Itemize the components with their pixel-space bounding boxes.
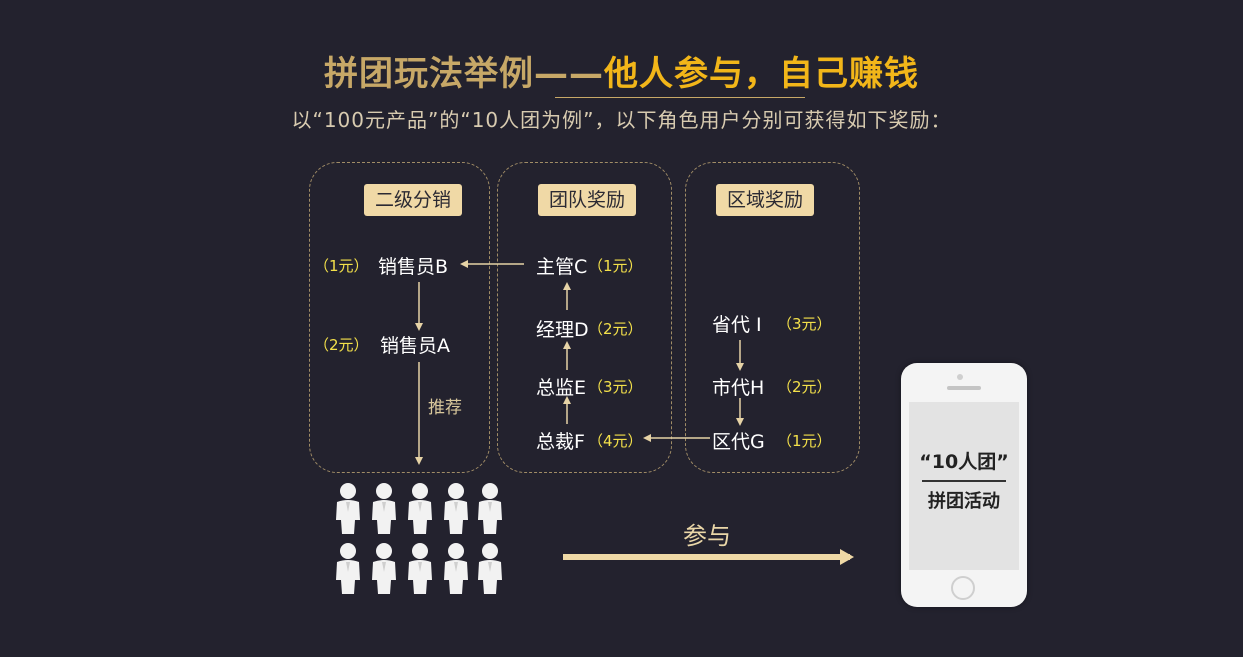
phone-divider <box>922 480 1006 482</box>
title-part1: 拼团玩法举例—— <box>324 54 604 94</box>
node-president-f: 总裁F <box>536 431 585 453</box>
title-underline <box>555 97 805 98</box>
recommend-label: 推荐 <box>428 398 462 418</box>
person-icon <box>444 483 468 534</box>
chip-team: 团队奖励 <box>538 184 636 216</box>
panel-distribution <box>309 162 490 473</box>
reward-f: （4元） <box>588 432 643 450</box>
person-icon <box>372 483 396 534</box>
reward-d: （2元） <box>588 320 643 338</box>
node-manager-d: 经理D <box>536 319 589 341</box>
reward-b: （1元） <box>314 257 369 275</box>
title-part2: 他人参与，自己赚钱 <box>604 54 919 94</box>
person-icon <box>336 483 360 534</box>
reward-i: （3元） <box>777 315 832 333</box>
participate-label: 参与 <box>683 522 731 550</box>
person-icon <box>444 543 468 594</box>
node-director-e: 总监E <box>536 377 587 399</box>
reward-e: （3元） <box>588 378 643 396</box>
phone-screen <box>909 402 1019 570</box>
phone-speaker <box>947 386 981 390</box>
person-icon <box>408 483 432 534</box>
person-icon <box>408 543 432 594</box>
page-title: 拼团玩法举例——他人参与，自己赚钱 <box>0 46 1243 95</box>
node-province-i: 省代 I <box>712 314 762 336</box>
chip-region: 区域奖励 <box>716 184 814 216</box>
phone-subtitle: 拼团活动 <box>928 491 1000 512</box>
person-icon <box>372 543 396 594</box>
node-city-h: 市代H <box>712 377 765 399</box>
reward-a: （2元） <box>314 336 369 354</box>
person-icon <box>336 543 360 594</box>
subtitle: 以“100元产品”的“10人团为例”，以下角色用户分别可获得如下奖励： <box>291 108 952 132</box>
phone-title: “10人团” <box>919 451 1009 473</box>
panel-team <box>497 162 672 473</box>
phone-camera <box>957 374 963 380</box>
person-icon <box>478 483 502 534</box>
node-salesperson-b: 销售员B <box>378 256 449 278</box>
node-supervisor-c: 主管C <box>536 256 588 278</box>
node-district-g: 区代G <box>712 431 765 453</box>
reward-g: （1元） <box>777 432 832 450</box>
reward-c: （1元） <box>588 257 643 275</box>
people-group-icon <box>336 483 502 594</box>
person-icon <box>478 543 502 594</box>
phone-home-button <box>951 576 975 600</box>
panel-region <box>685 162 860 473</box>
reward-h: （2元） <box>777 378 832 396</box>
node-salesperson-a: 销售员A <box>380 335 450 357</box>
chip-distribution: 二级分销 <box>364 184 462 216</box>
